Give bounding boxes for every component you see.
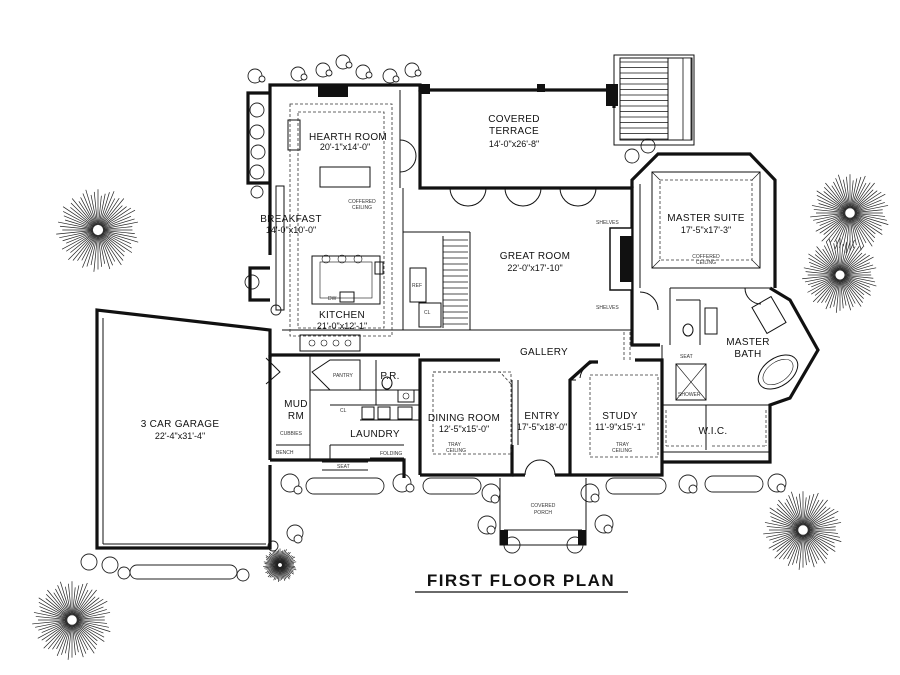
label-great-room: GREAT ROOM — [500, 251, 570, 262]
note-seat-mud: SEAT — [337, 464, 350, 470]
note-ref: REF — [412, 283, 422, 289]
label-hearth-room: HEARTH ROOM — [309, 132, 387, 143]
note-seat-bath: SEAT — [680, 354, 693, 360]
label-kitchen: KITCHEN — [319, 310, 365, 321]
note-coffered-2: CEILING — [352, 205, 372, 211]
tree-icon — [32, 581, 111, 660]
note-pantry: PANTRY — [333, 373, 353, 379]
label-study: STUDY — [602, 411, 637, 422]
ceiling-outlines — [289, 103, 761, 458]
note-labels: COFFERED CEILING COFFERED CEILING SHELVE… — [276, 199, 720, 470]
shrub-group — [80, 54, 787, 582]
note-ceiling-dining: CEILING — [446, 448, 466, 454]
tree-icon — [810, 174, 889, 253]
label-covered-terrace-1: COVERED — [488, 114, 540, 125]
tree-icon — [802, 238, 877, 313]
label-mud-rm-1: MUD — [284, 399, 308, 410]
label-pr: P.R. — [380, 371, 399, 382]
note-coffered-master-2: CEILING — [696, 260, 716, 266]
kitchen-fixtures — [275, 119, 694, 420]
label-covered-porch-1: COVERED — [531, 503, 556, 509]
label-master-bath-1: MASTER — [726, 337, 769, 348]
label-entry: ENTRY — [524, 411, 559, 422]
covered-porch — [499, 478, 587, 546]
label-master-bath-2: BATH — [734, 349, 761, 360]
note-shelves-1: SHELVES — [596, 220, 619, 226]
dims-kitchen: 21'-0"x12'-1" — [317, 321, 367, 331]
dims-breakfast: 14'-0"x10'-0" — [266, 225, 316, 235]
label-laundry: LAUNDRY — [350, 429, 400, 440]
label-covered-terrace-2: TERRACE — [489, 126, 539, 137]
interior-walls — [282, 90, 799, 460]
label-garage: 3 CAR GARAGE — [141, 419, 220, 430]
note-shelves-2: SHELVES — [596, 305, 619, 311]
note-cl-laundry: CL — [340, 408, 347, 414]
label-dining-room: DINING ROOM — [428, 413, 500, 424]
note-shower: SHOWER — [678, 392, 701, 398]
note-tray-dining: TRAY — [448, 442, 462, 448]
room-labels: HEARTH ROOM 20'-1"x14'-0" COVERED TERRAC… — [141, 114, 770, 516]
dims-study: 11'-9"x15'-1" — [595, 422, 645, 432]
dims-hearth-room: 20'-1"x14'-0" — [320, 142, 370, 152]
note-coffered-master-1: COFFERED — [692, 254, 720, 260]
dims-covered-terrace: 14'-0"x26'-8" — [489, 139, 539, 149]
terrace-doors — [265, 139, 762, 476]
label-gallery: GALLERY — [520, 347, 568, 358]
fireplace — [609, 227, 633, 291]
label-master-suite: MASTER SUITE — [667, 213, 745, 224]
note-ceiling-study: CEILING — [612, 448, 632, 454]
dims-dining-room: 12'-5"x15'-0" — [439, 424, 489, 434]
dims-garage: 22'-4"x31'-4" — [155, 431, 205, 441]
tree-icon — [763, 491, 842, 570]
note-cubbies: CUBBIES — [280, 431, 303, 437]
tree-icon — [263, 548, 297, 582]
note-tray-study: TRAY — [616, 442, 630, 448]
note-coffered-1: COFFERED — [348, 199, 376, 205]
garage — [95, 308, 272, 550]
note-folding: FOLDING — [380, 451, 402, 457]
note-cl: CL — [424, 310, 431, 316]
note-bench: BENCH — [276, 450, 294, 456]
label-breakfast: BREAKFAST — [260, 214, 322, 225]
dims-entry: 17'-5"x18'-0" — [517, 422, 567, 432]
label-wic: W.I.C. — [698, 426, 727, 437]
exterior-stairs — [613, 54, 695, 146]
tree-icon — [56, 189, 139, 272]
mudroom-fixtures — [276, 444, 404, 471]
label-covered-porch-2: PORCH — [534, 510, 552, 516]
plan-title: FIRST FLOOR PLAN — [427, 571, 615, 590]
note-dw: DW — [328, 296, 337, 302]
hedge-group — [129, 475, 764, 580]
dims-great-room: 22'-0"x17'-10" — [507, 263, 562, 273]
label-mud-rm-2: RM — [288, 411, 304, 422]
dims-master-suite: 17'-5"x17'-3" — [681, 225, 731, 235]
